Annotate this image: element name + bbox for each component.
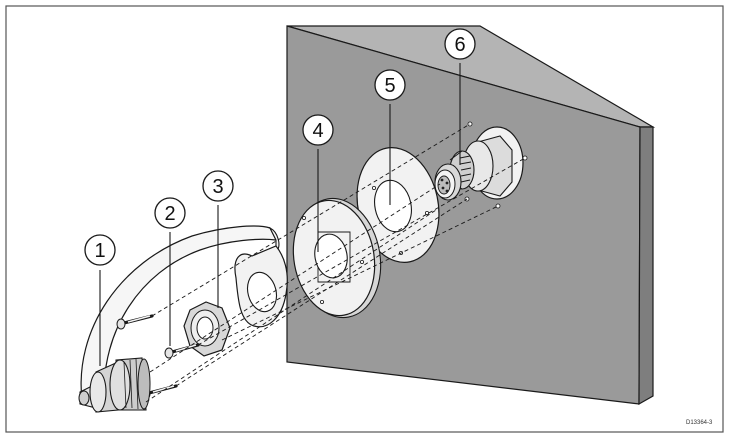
mounting-panel [286, 25, 656, 406]
gasket [356, 147, 440, 263]
callout-2: 2 [154, 197, 186, 346]
panel-screw-hole [495, 203, 501, 209]
callout-4: 4 [302, 114, 334, 252]
callout-number: 3 [212, 176, 223, 198]
callout-6: 6 [444, 28, 476, 165]
panel-connector [434, 135, 513, 201]
screw [164, 343, 200, 359]
cable-connector [78, 357, 151, 413]
callout-5: 5 [374, 69, 406, 205]
gasket-inner [374, 179, 412, 233]
callout-number: 5 [384, 75, 395, 97]
panel-screw-hole [522, 155, 528, 161]
mounting-plate [292, 197, 382, 319]
callout-number: 2 [164, 203, 175, 225]
panel-side-edge [638, 126, 654, 406]
callout-number: 1 [94, 240, 105, 262]
callout-number: 6 [454, 34, 465, 56]
callout-3: 3 [202, 170, 234, 308]
callout-1: 1 [84, 234, 116, 366]
panel-screw-hole [467, 121, 473, 127]
screw [116, 314, 154, 330]
callouts: 1 2 3 4 5 6 [84, 28, 476, 366]
reference-code: D13364-3 [686, 420, 713, 426]
callout-number: 4 [312, 120, 323, 142]
alignment-lines [145, 123, 526, 403]
